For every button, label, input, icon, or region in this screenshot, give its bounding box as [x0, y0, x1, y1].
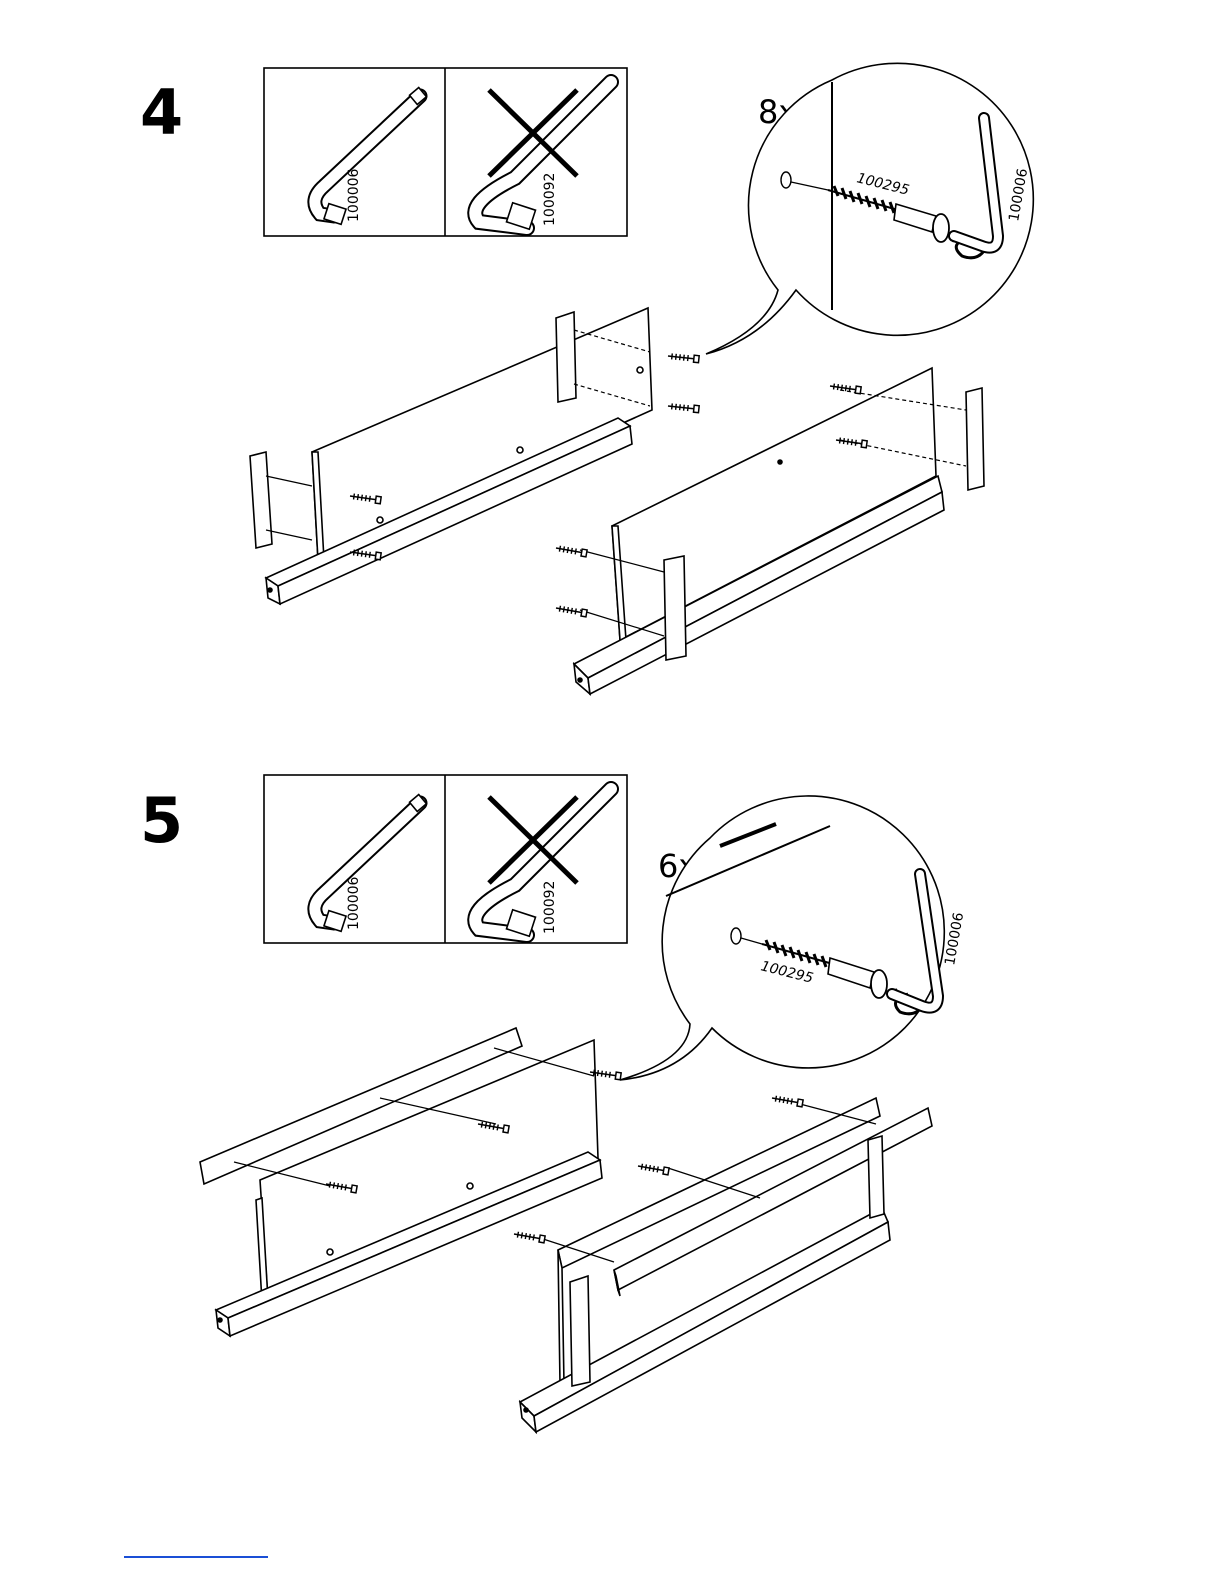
step-4-tool-box: 100006 100092	[264, 68, 627, 236]
step-4-detail-bubble: 100295 100006	[706, 63, 1033, 354]
step-5-tool-box: 100006 100092	[264, 775, 627, 943]
bottom-rule	[124, 1556, 268, 1558]
step-4-left-assembly	[250, 308, 652, 604]
step-4-tool-ok-part-label: 100006	[346, 168, 362, 222]
step-5-detail-bubble: 100295 100006	[620, 796, 967, 1080]
step-5-detail-tool-part-label: 100006	[942, 911, 967, 967]
step-5-tool-ok-part-label: 100006	[346, 876, 362, 930]
step-5-left-assembly	[200, 1028, 602, 1336]
step-5-tool-wrong-part-label: 100092	[542, 881, 558, 934]
step-4-tool-wrong-part-label: 100092	[542, 173, 558, 226]
